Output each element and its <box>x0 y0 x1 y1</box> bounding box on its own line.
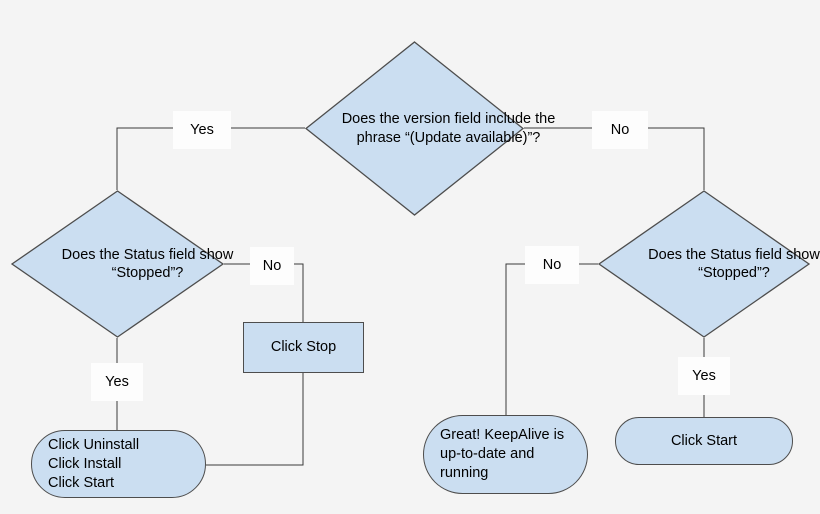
edge-label-text: No <box>262 257 282 274</box>
edge-label-left-status-no: No <box>250 247 294 285</box>
terminator-up-to-date[interactable]: Great! KeepAlive is up-to-date and runni… <box>423 415 588 494</box>
decision-version-field[interactable]: Does the version field include the phras… <box>304 41 555 216</box>
edge-version-no <box>524 127 705 190</box>
edge-label-text: Yes <box>105 373 129 390</box>
edge-label-right-status-yes: Yes <box>678 357 730 395</box>
decision-status-field-right[interactable]: Does the Status field show “Stopped”? <box>597 190 820 338</box>
diamond-shape <box>304 41 525 216</box>
process-click-stop-label: Click Stop <box>270 339 337 355</box>
edge-right-status-no <box>505 263 598 415</box>
edge-label-text: Yes <box>190 121 214 138</box>
diamond-shape <box>10 190 225 338</box>
terminator-click-start[interactable]: Click Start <box>615 417 793 465</box>
decision-status-field-left[interactable]: Does the Status field show “Stopped”? <box>10 190 233 338</box>
diamond-shape <box>597 190 811 338</box>
edge-label-right-status-no: No <box>525 246 579 284</box>
terminator-click-start-label: Click Start <box>670 432 738 449</box>
edge-label-left-status-yes: Yes <box>91 363 143 401</box>
process-click-stop[interactable]: Click Stop <box>243 322 364 373</box>
edge-click-stop-to-reinstall <box>206 373 304 466</box>
edge-label-version-no: No <box>592 111 648 149</box>
edge-label-text: No <box>542 256 562 273</box>
edge-version-yes <box>116 127 305 190</box>
terminator-reinstall-steps-label: Click Uninstall Click Install Click Star… <box>48 436 140 491</box>
terminator-up-to-date-label: Great! KeepAlive is up-to-date and runni… <box>440 427 565 481</box>
edge-label-text: No <box>610 121 630 138</box>
terminator-reinstall-steps[interactable]: Click Uninstall Click Install Click Star… <box>31 430 206 498</box>
edge-label-text: Yes <box>692 367 716 384</box>
edge-label-version-yes: Yes <box>173 111 231 149</box>
